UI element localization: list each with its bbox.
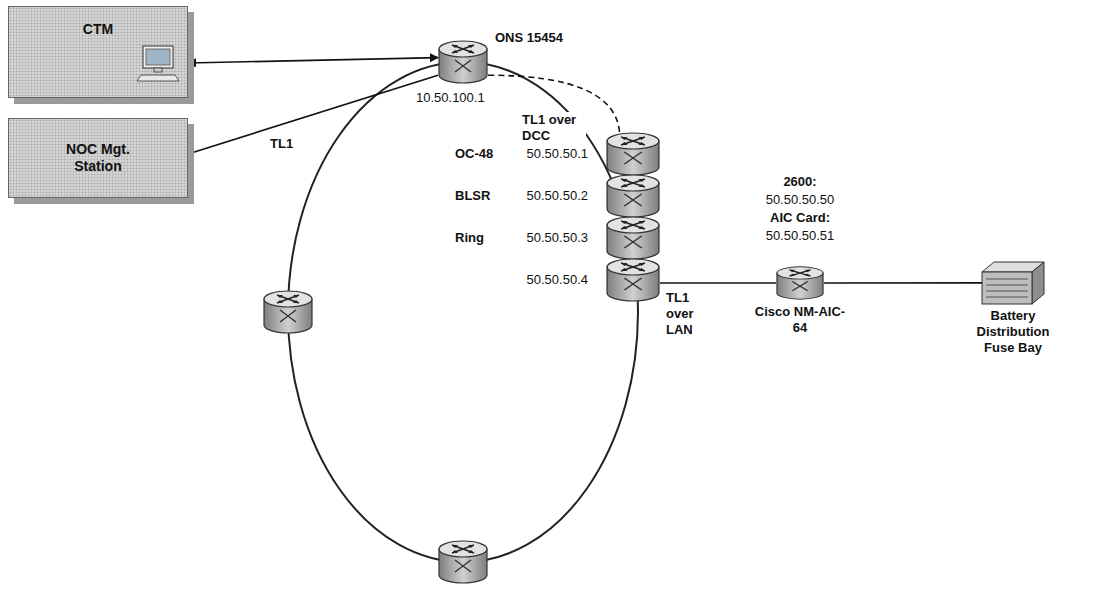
edge-label: TL1 over LAN (664, 290, 704, 338)
ons-router-node: ONS 1545410.50.100.1 (438, 40, 488, 84)
device-name: Battery Distribution Fuse Bay (967, 308, 1059, 356)
connector-line (188, 58, 438, 63)
station-box: CTM (8, 6, 188, 98)
box-title: CTM (83, 21, 113, 38)
ip-address: 50.50.50.2 (527, 188, 588, 204)
box-title: NOC Mgt. Station (48, 141, 148, 175)
ip-address: 10.50.100.1 (416, 90, 485, 106)
edge-label: TL1 over DCC (520, 112, 586, 144)
device-name: 2600: (740, 174, 860, 190)
router-icon (607, 175, 659, 217)
connector-line (188, 75, 438, 154)
connector-line (660, 282, 776, 284)
ip-address: 50.50.50.1 (527, 146, 588, 162)
ip-address: 50.50.50.50 (740, 192, 860, 208)
battery-icon (982, 262, 1044, 304)
ip-address: 50.50.50.3 (527, 230, 588, 246)
router-icon (607, 133, 659, 175)
edge-label: TL1 (268, 136, 295, 152)
router-icon (607, 259, 659, 301)
router-icon (439, 41, 487, 83)
ip-address: 50.50.50.4 (527, 272, 588, 288)
ring-line (288, 62, 638, 562)
router-stack-node: 50.50.50.150.50.50.250.50.50.350.50.50.4 (606, 132, 660, 302)
connector-line (824, 282, 982, 284)
computer-icon (137, 43, 181, 83)
router-icon (439, 541, 487, 583)
station-box: NOC Mgt. Station (8, 118, 188, 198)
device-name: Cisco NM-AIC-64 (752, 304, 848, 336)
ip-address: 50.50.50.51 (740, 228, 860, 244)
router-icon (777, 267, 823, 299)
router-node: 2600:50.50.50.50AIC Card:50.50.50.51Cisc… (776, 266, 824, 300)
card-name: AIC Card: (740, 210, 860, 226)
router-icon (607, 217, 659, 259)
device-name: ONS 15454 (495, 30, 563, 46)
ring-label: OC-48 BLSR Ring (455, 133, 505, 259)
battery-node: Battery Distribution Fuse Bay (982, 260, 1044, 304)
router-icon (264, 291, 312, 333)
